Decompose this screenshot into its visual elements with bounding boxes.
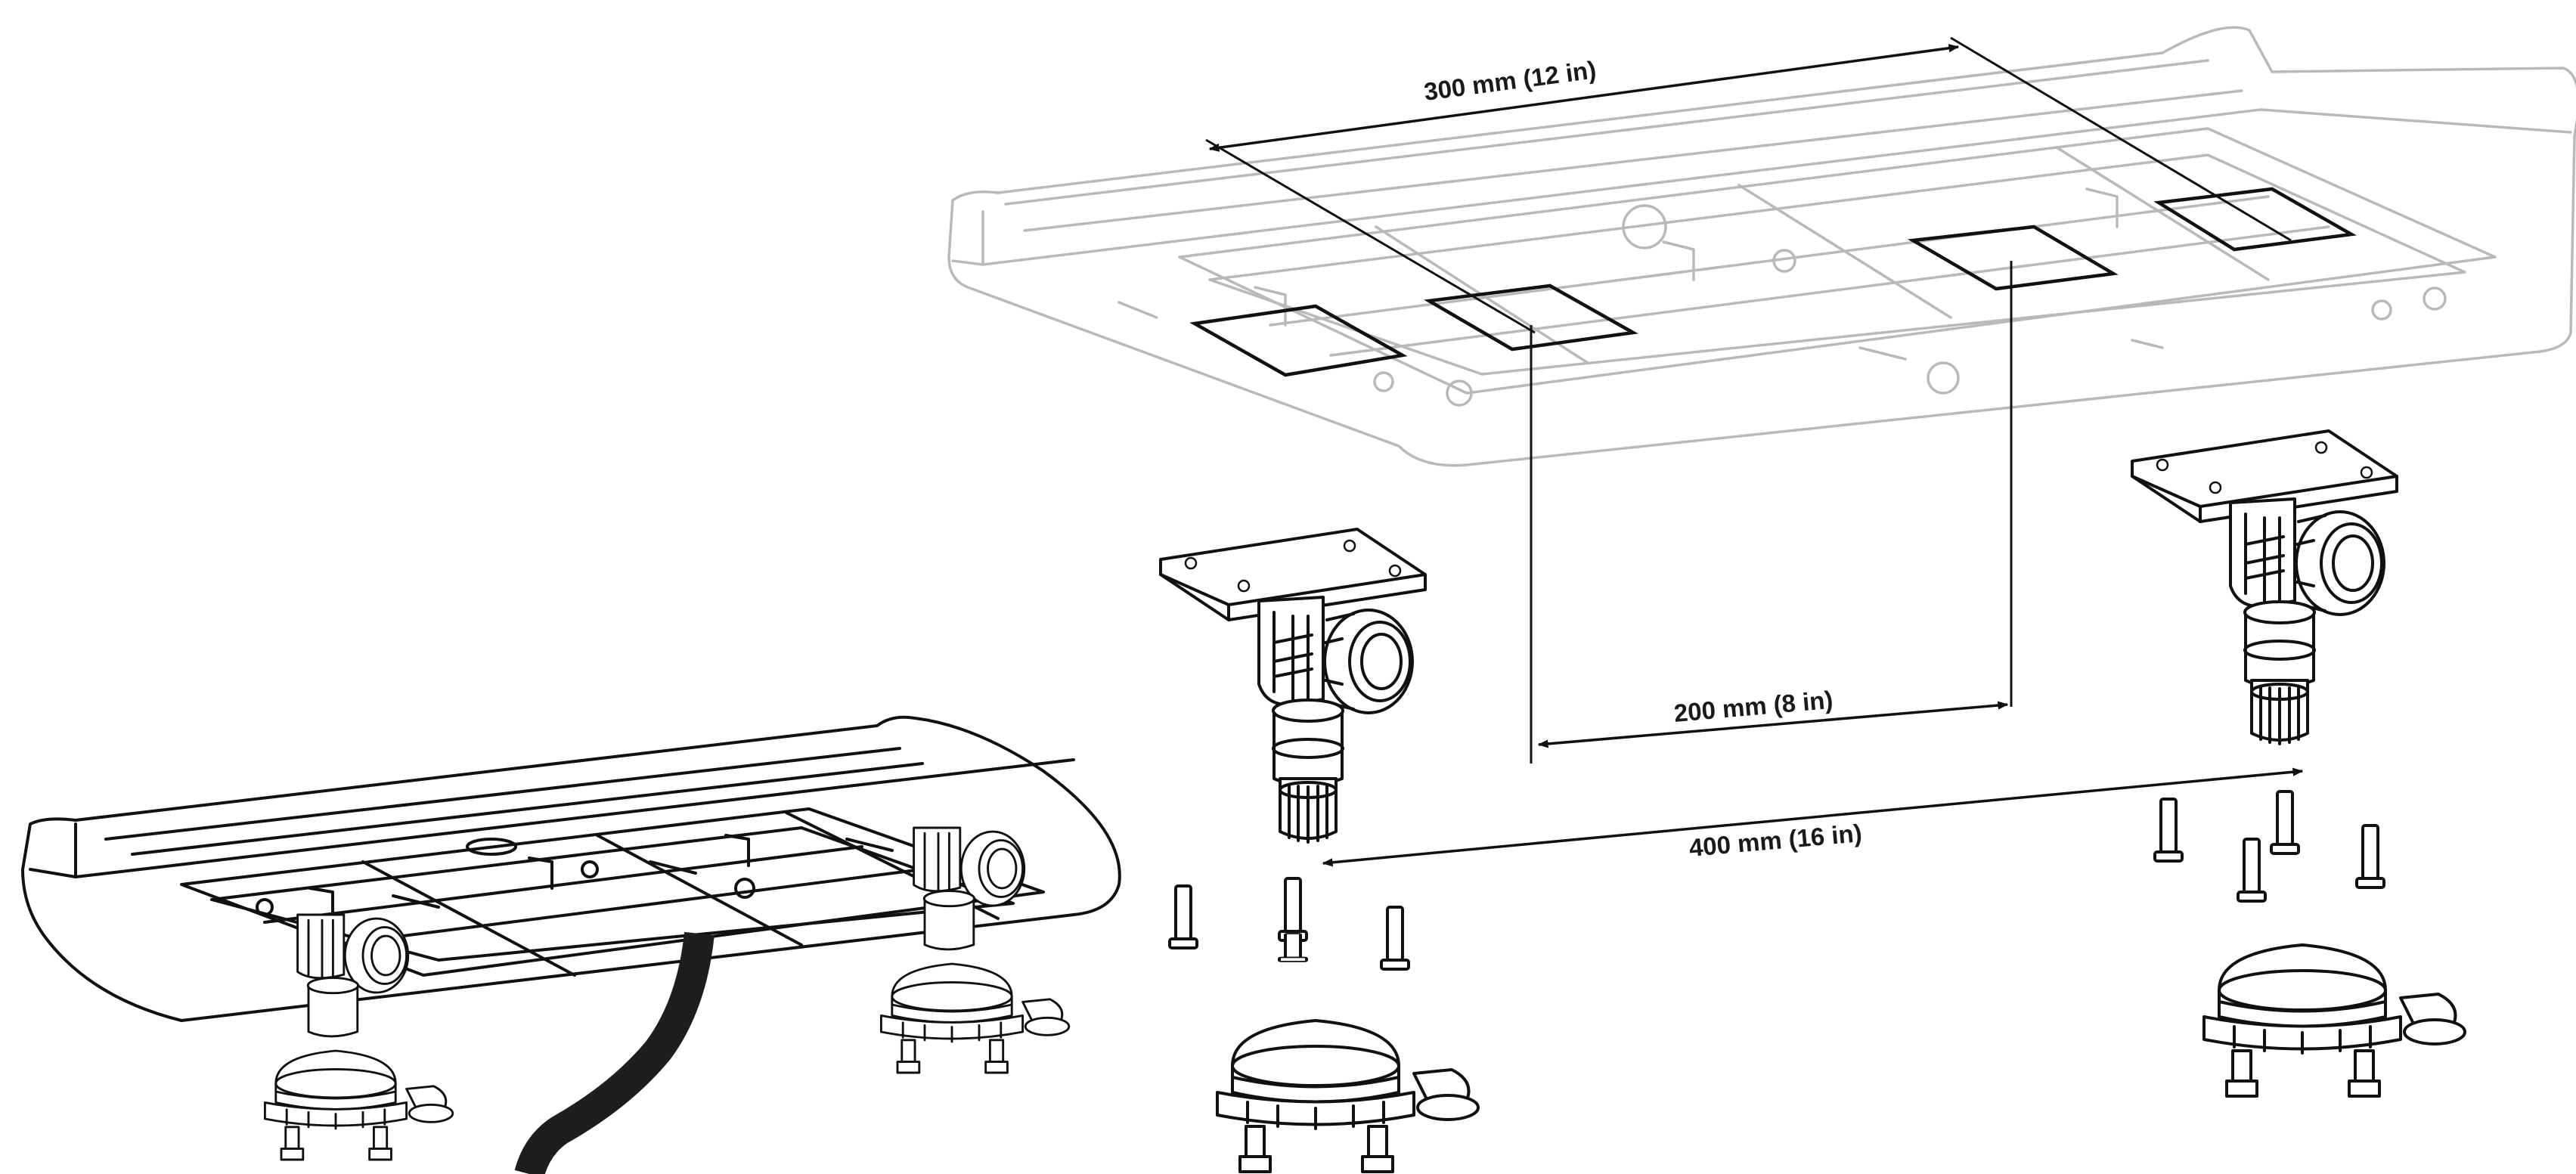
bracket-left [1159,528,1427,844]
power-cable [514,931,715,1174]
dimension-200mm-arrow [1537,701,2009,748]
screws-right [2153,790,2385,903]
base-right [2202,943,2466,1098]
mount-assembled-right [879,826,1071,1074]
dimension-300mm-label: 300 mm (12 in) [1422,55,1598,106]
dimension-400mm-arrow [1322,767,2304,867]
dimension-leaders [1205,36,2292,764]
mounting-patches [1189,187,2357,377]
display-underside-ghost [947,26,2576,467]
mount-assembled-left [263,913,454,1161]
dimension-400mm: 400 mm (16 in) [1322,767,2304,867]
dimension-200mm: 200 mm (8 in) [1537,686,2009,748]
screws-left [1168,877,1410,971]
base-left [1216,1019,1480,1173]
bracket-right [2131,429,2398,745]
dimension-300mm-arrow [1208,44,1960,152]
